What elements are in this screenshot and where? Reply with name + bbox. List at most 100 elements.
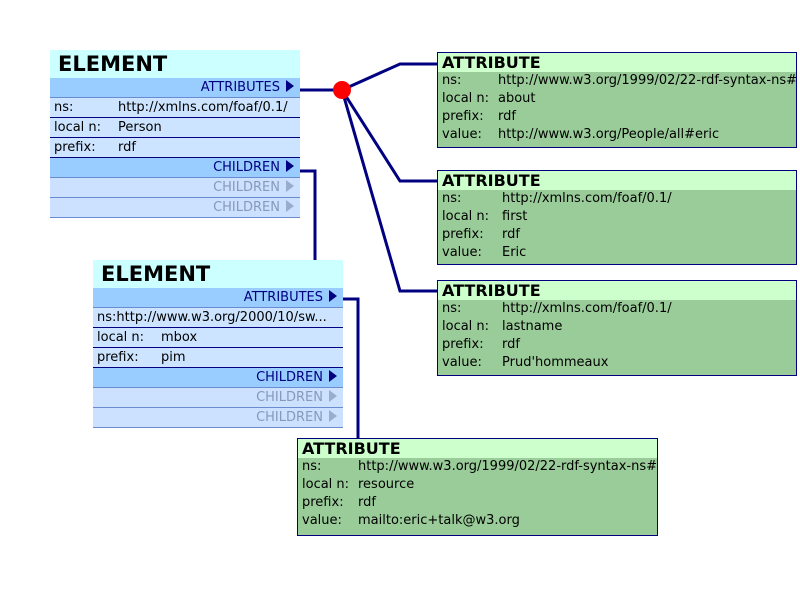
ns-row: ns:http://xmlns.com/foaf/0.1/ <box>438 300 796 318</box>
local-name-row: local n: mbox <box>93 328 343 348</box>
value-label: value: <box>442 245 482 260</box>
wire-junction-to-attribute-3 <box>340 89 437 293</box>
value-value: http://www.w3.org/People/all#eric <box>498 127 720 142</box>
triangle-right-icon <box>329 390 337 402</box>
children-label: CHILDREN <box>256 410 323 425</box>
ns-label: ns: <box>442 191 462 206</box>
prefix-label: prefix: <box>54 140 96 155</box>
children-toggle-2[interactable]: CHILDREN <box>50 178 300 198</box>
value-value: Prud'hommeaux <box>502 355 609 370</box>
prefix-label: prefix: <box>97 350 139 365</box>
value-label: value: <box>302 513 342 528</box>
ns-row: ns:http://www.w3.org/1999/02/22-rdf-synt… <box>438 72 796 90</box>
ns-row: ns:http://www.w3.org/2000/10/sw... <box>93 308 343 328</box>
ns-row: ns: http://www.w3.org/1999/02/22-rdf-synt… <box>298 458 657 476</box>
junction-dot <box>333 81 351 99</box>
element-title: ELEMENT <box>93 260 343 288</box>
attributes-label: ATTRIBUTES <box>243 290 323 305</box>
element-node-2[interactable]: ELEMENT ATTRIBUTES ns:http://www.w3.org/… <box>93 260 343 428</box>
triangle-right-icon <box>286 160 294 172</box>
local-name-value: about <box>498 91 536 106</box>
children-toggle-3[interactable]: CHILDREN <box>50 198 300 218</box>
ns-label: ns: <box>97 310 117 325</box>
children-label: CHILDREN <box>256 370 323 385</box>
attributes-toggle[interactable]: ATTRIBUTES <box>93 288 343 308</box>
value-value: mailto:eric+talk@w3.org <box>358 513 520 528</box>
local-name-value: mbox <box>161 330 198 345</box>
attribute-title: ATTRIBUTE <box>298 439 657 458</box>
triangle-right-icon <box>329 410 337 422</box>
local-name-row: local n: first <box>438 208 796 226</box>
prefix-value: rdf <box>502 337 520 352</box>
local-name-row: local n:resource <box>298 476 657 494</box>
local-name-label: local n: <box>442 91 490 106</box>
attributes-label: ATTRIBUTES <box>200 80 280 95</box>
local-name-row: local n: about <box>438 90 796 108</box>
prefix-row: prefix: rdf <box>438 108 796 126</box>
attribute-node-1[interactable]: ATTRIBUTE ns:http://www.w3.org/1999/02/2… <box>437 52 797 148</box>
attributes-toggle[interactable]: ATTRIBUTES <box>50 78 300 98</box>
value-row: value: mailto:eric+talk@w3.org <box>298 512 657 530</box>
prefix-value: rdf <box>502 227 520 242</box>
prefix-value: pim <box>161 350 186 365</box>
ns-value: http://www.w3.org/2000/10/sw... <box>116 310 327 325</box>
ns-value: http://www.w3.org/1999/02/22-rdf-syntax-… <box>358 459 657 474</box>
children-toggle-3[interactable]: CHILDREN <box>93 408 343 428</box>
ns-row: ns: http://xmlns.com/foaf/0.1/ <box>50 98 300 118</box>
wire-junction-to-attribute-2 <box>340 89 437 183</box>
attribute-title: ATTRIBUTE <box>438 281 796 300</box>
prefix-row: prefix: pim <box>93 348 343 368</box>
local-name-label: local n: <box>302 477 350 492</box>
attribute-node-2[interactable]: ATTRIBUTE ns:http://xmlns.com/foaf/0.1/ … <box>437 170 797 265</box>
triangle-right-icon <box>286 200 294 212</box>
value-row: value: Eric <box>438 244 796 262</box>
triangle-right-icon <box>329 290 337 302</box>
prefix-row: prefix: rdf <box>438 226 796 244</box>
attribute-node-4[interactable]: ATTRIBUTE ns: http://www.w3.org/1999/02/2… <box>297 438 658 536</box>
prefix-label: prefix: <box>442 227 484 242</box>
local-name-label: local n: <box>442 209 490 224</box>
prefix-value: rdf <box>358 495 376 510</box>
attribute-title: ATTRIBUTE <box>438 53 796 72</box>
triangle-right-icon <box>329 370 337 382</box>
ns-value: http://www.w3.org/1999/02/22-rdf-syntax-… <box>498 73 796 88</box>
value-row: value: http://www.w3.org/People/all#eric <box>438 126 796 144</box>
children-label: CHILDREN <box>256 390 323 405</box>
ns-row: ns: http://xmlns.com/foaf/0.1/ <box>438 190 796 208</box>
prefix-row: prefix: rdf <box>50 138 300 158</box>
children-toggle-2[interactable]: CHILDREN <box>93 388 343 408</box>
attribute-node-3[interactable]: ATTRIBUTE ns:http://xmlns.com/foaf/0.1/ … <box>437 280 797 376</box>
triangle-right-icon <box>286 180 294 192</box>
prefix-value: rdf <box>498 109 516 124</box>
ns-value: http://xmlns.com/foaf/0.1/ <box>502 191 672 206</box>
children-label: CHILDREN <box>213 200 280 215</box>
element-node-1[interactable]: ELEMENT ATTRIBUTES ns:http://xmlns.com/f… <box>50 50 300 218</box>
children-toggle-1[interactable]: CHILDREN <box>93 368 343 388</box>
children-toggle-1[interactable]: CHILDREN <box>50 158 300 178</box>
local-name-value: lastname <box>502 319 563 334</box>
prefix-label: prefix: <box>442 337 484 352</box>
local-name-value: Person <box>118 120 162 135</box>
local-name-row: local n:lastname <box>438 318 796 336</box>
prefix-label: prefix: <box>302 495 344 510</box>
ns-label: ns: <box>54 100 74 115</box>
ns-value: http://xmlns.com/foaf/0.1/ <box>118 100 288 115</box>
ns-label: ns: <box>302 459 322 474</box>
value-value: Eric <box>502 245 527 260</box>
triangle-right-icon <box>286 80 294 92</box>
wire-children-to-element-2 <box>300 169 317 261</box>
value-row: value:Prud'hommeaux <box>438 354 796 372</box>
wire-element-2-attributes-to-attribute-4 <box>343 297 360 438</box>
prefix-row: prefix: rdf <box>298 494 657 512</box>
local-name-label: local n: <box>97 330 145 345</box>
children-label: CHILDREN <box>213 180 280 195</box>
prefix-value: rdf <box>118 140 136 155</box>
children-label: CHILDREN <box>213 160 280 175</box>
local-name-value: first <box>502 209 528 224</box>
value-label: value: <box>442 127 482 142</box>
prefix-label: prefix: <box>442 109 484 124</box>
attribute-title: ATTRIBUTE <box>438 171 796 190</box>
ns-label: ns: <box>442 301 462 316</box>
prefix-row: prefix: rdf <box>438 336 796 354</box>
